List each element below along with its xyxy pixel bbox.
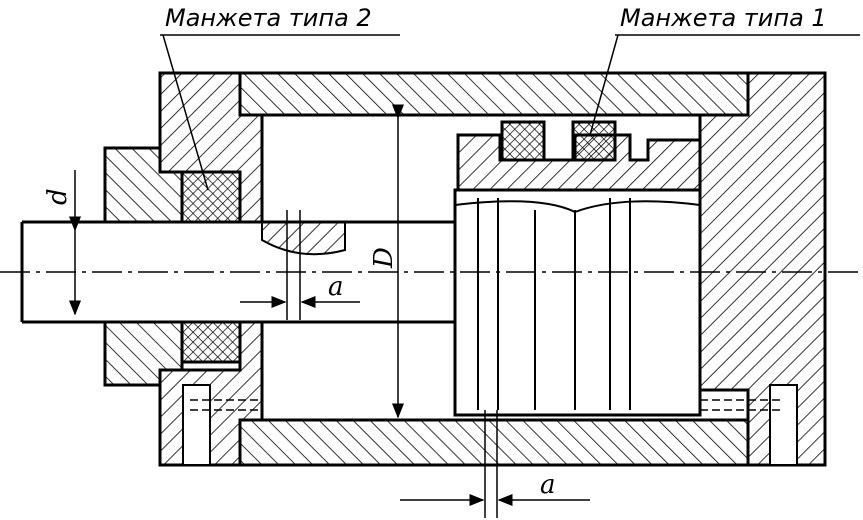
barrel-bottom [238, 418, 750, 467]
gap-lower-label: a [540, 470, 556, 500]
seal-type-2-lower [180, 320, 242, 364]
right-end-cap [698, 71, 827, 467]
bore-diameter-label: D [369, 247, 399, 269]
barrel-top [238, 71, 750, 117]
bleed-screw-left [182, 384, 211, 466]
rod-nut-section [261, 221, 346, 256]
seal-type-1-a [500, 120, 546, 162]
seal-type-2-label: Манжета типа 2 [165, 4, 372, 32]
piston-body [453, 188, 702, 417]
seal-type-2-upper [180, 170, 242, 224]
rod-diameter-label: d [43, 188, 73, 205]
gap-upper-label: a [328, 272, 344, 302]
seal-type-1-b [571, 120, 617, 162]
seal-type-1-label: Манжета типа 1 [620, 4, 827, 32]
bleed-screw-right [769, 384, 798, 466]
